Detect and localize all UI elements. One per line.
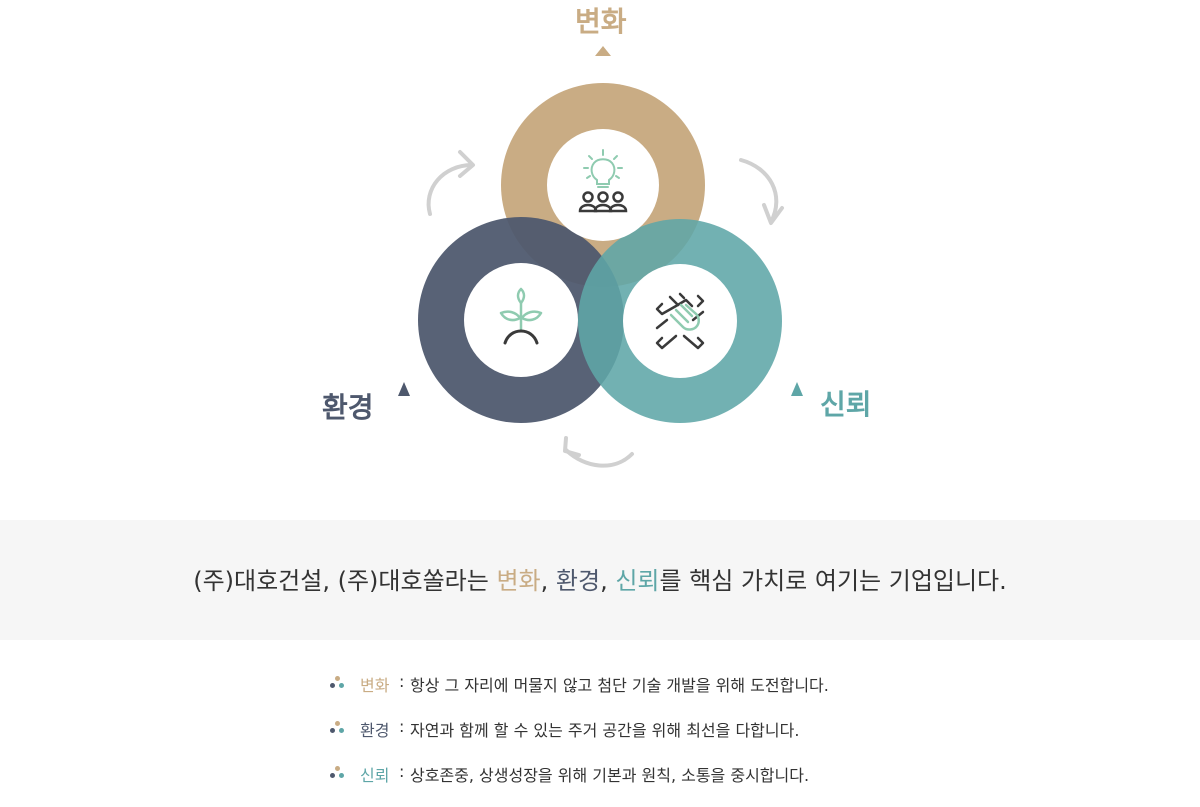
trust-pointer-icon <box>791 382 803 396</box>
value-colon: : <box>399 717 405 736</box>
lightbulb-people-icon <box>578 149 628 213</box>
change-pointer-icon <box>595 46 611 56</box>
cycle-arrow-bottom-icon <box>563 436 634 468</box>
environment-label: 환경 <box>322 391 374 424</box>
banner-trust-keyword: 신뢰 <box>615 567 660 595</box>
cycle-arrow-right-icon <box>739 158 784 225</box>
core-value-banner: (주)대호건설, (주)대호쏠라는 변화, 환경, 신뢰를 핵심 가치로 여기는… <box>0 520 1200 640</box>
banner-suffix: 를 핵심 가치로 여기는 기업입니다. <box>659 567 1007 595</box>
sprout-icon <box>499 287 543 345</box>
venn-graphic <box>398 46 803 468</box>
banner-change-keyword: 변화 <box>496 567 541 595</box>
value-description: 항상 그 자리에 머물지 않고 첨단 기술 개발을 위해 도전합니다. <box>410 676 829 695</box>
value-colon: : <box>399 762 405 781</box>
banner-environment-keyword: 환경 <box>555 567 601 595</box>
trust-label: 신뢰 <box>820 388 872 421</box>
core-values-diagram: 변화 환경 신뢰 <box>322 5 872 468</box>
environment-pointer-icon <box>398 382 410 396</box>
handshake-icon <box>655 292 705 350</box>
value-name: 변화 <box>360 676 390 695</box>
tri-dot-icon <box>330 766 346 780</box>
change-label: 변화 <box>575 5 627 38</box>
value-name: 환경 <box>360 721 390 740</box>
trust-center <box>623 264 737 378</box>
banner-prefix: (주)대호건설, (주)대호쏠라는 <box>193 567 497 595</box>
value-colon: : <box>399 672 405 691</box>
value-name: 신뢰 <box>360 766 390 785</box>
banner-separator: , <box>600 567 616 595</box>
value-description: 자연과 함께 할 수 있는 주거 공간을 위해 최선을 다합니다. <box>410 721 800 740</box>
banner-separator: , <box>540 567 556 595</box>
tri-dot-icon <box>330 721 346 735</box>
tri-dot-icon <box>330 676 346 690</box>
cycle-arrow-top-left-icon <box>426 150 475 216</box>
banner-statement: (주)대호건설, (주)대호쏠라는 변화, 환경, 신뢰를 핵심 가치로 여기는… <box>0 561 1200 596</box>
value-description: 상호존중, 상생성장을 위해 기본과 원칙, 소통을 중시합니다. <box>410 766 810 785</box>
